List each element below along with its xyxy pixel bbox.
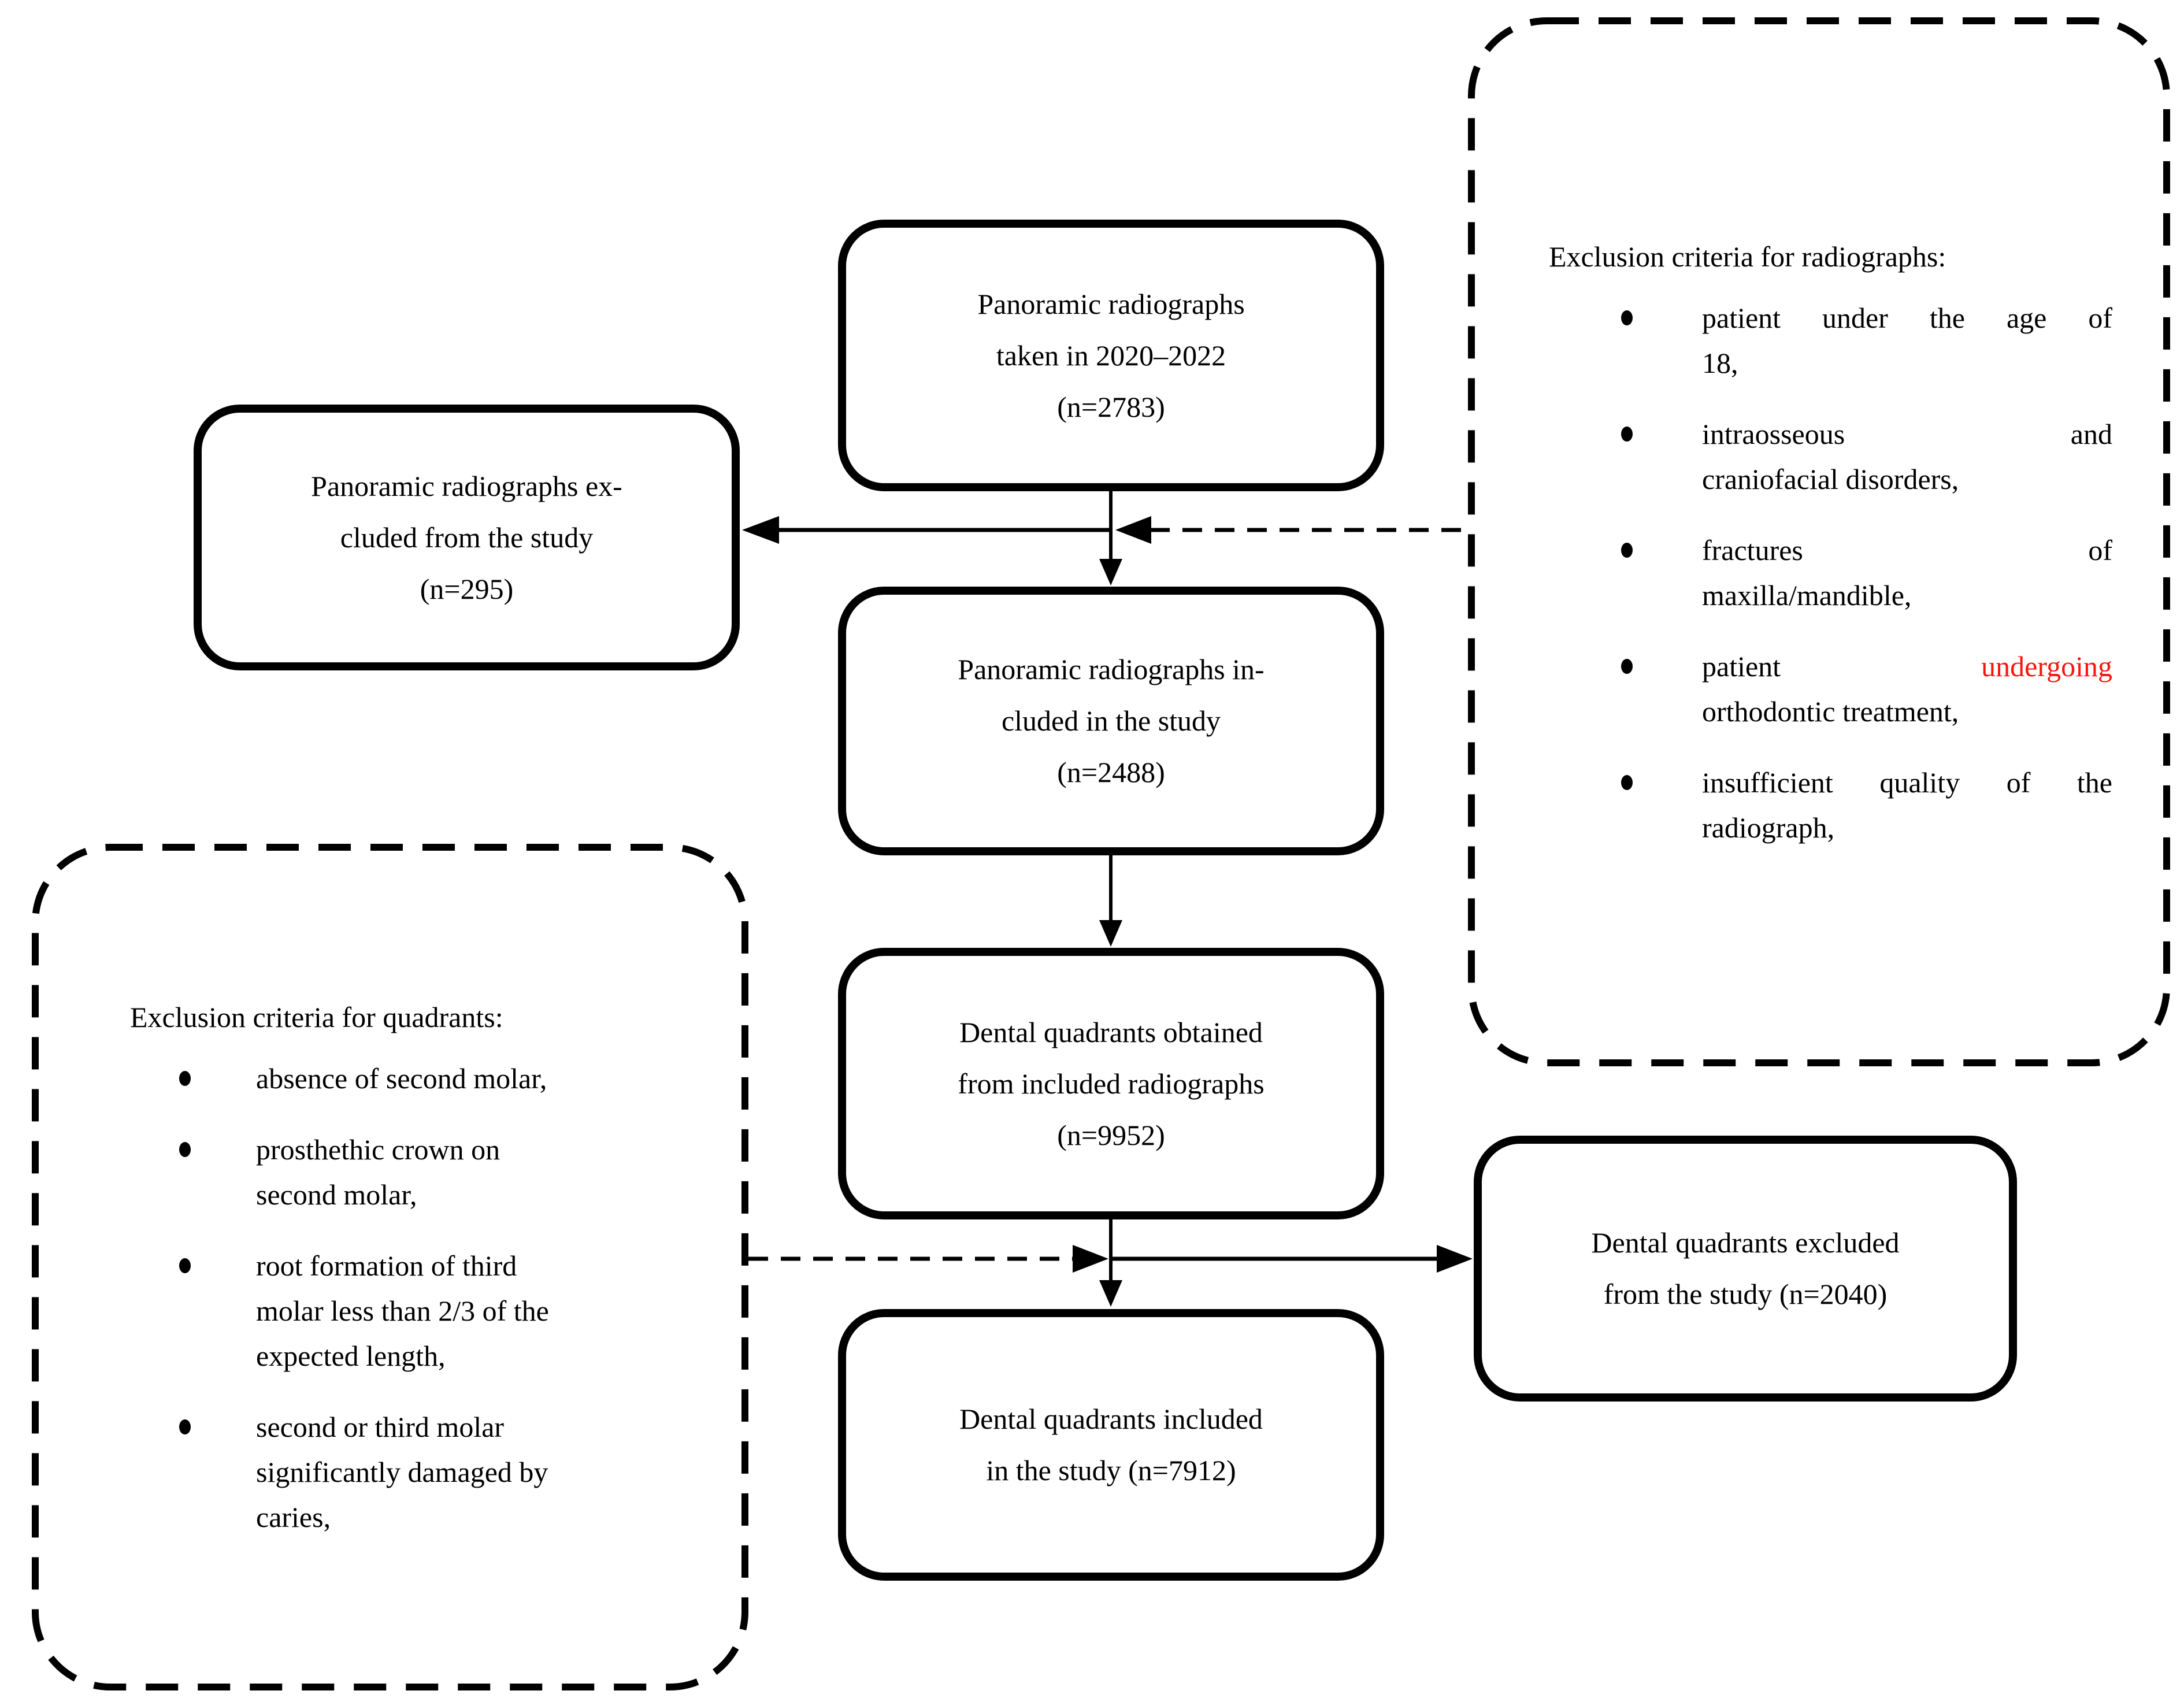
criterion-line: significantly damaged by	[256, 1456, 548, 1488]
criterion-insufficient-quality: insufficient quality of the radiograph,	[1549, 760, 2112, 850]
box-line: cluded from the study	[340, 521, 594, 554]
bullet-icon	[179, 1419, 191, 1434]
criterion-absence-second-molar: absence of second molar,	[130, 1056, 673, 1101]
box-quadrants-obtained: Dental quadrants obtained from included …	[838, 948, 1384, 1219]
criterion-fractures: fractures of maxilla/mandible,	[1549, 528, 2112, 618]
box-radiographs-excluded: Panoramic radiographs ex- cluded from th…	[194, 405, 740, 670]
box-count: (n=2783)	[1057, 390, 1165, 423]
quadrant-criteria-title: Exclusion criteria for quadrants:	[130, 1001, 503, 1033]
criterion-line: patient under the age of	[1702, 301, 2112, 334]
criterion-line: root formation of third	[256, 1250, 517, 1282]
criterion-caries-damage: second or third molar significantly dama…	[130, 1404, 673, 1540]
box-radiographs-included: Panoramic radiographs in- cluded in the …	[838, 587, 1384, 855]
criterion-line: maxilla/mandible,	[1702, 579, 1912, 611]
box-count: (n=9952)	[1057, 1118, 1165, 1151]
criterion-line: second or third molar	[256, 1411, 505, 1443]
criterion-under-18: patient under the age of 18,	[1549, 295, 2112, 385]
criterion-line: caries,	[256, 1501, 331, 1533]
box-quadrants-included: Dental quadrants included in the study (…	[838, 1309, 1384, 1581]
bullet-icon	[179, 1258, 191, 1273]
arrowhead-right-quadrant-junction	[1073, 1245, 1108, 1273]
criterion-intraosseous: intraosseous and craniofacial disorders,	[1549, 411, 2112, 502]
criterion-line: expected length,	[256, 1340, 446, 1372]
box-line: Dental quadrants excluded	[1591, 1226, 1900, 1259]
quadrant-criteria-box: Exclusion criteria for quadrants: absenc…	[130, 847, 673, 1687]
arrowhead-down-quadrants-obtained	[1099, 920, 1122, 947]
box-line: Dental quadrants obtained	[959, 1015, 1263, 1048]
criterion-line: radiograph,	[1702, 811, 1835, 844]
arrowhead-left-excluded-radiographs	[742, 516, 779, 544]
box-line: Dental quadrants included	[959, 1403, 1263, 1435]
criterion-line: prosthethic crown on	[256, 1133, 500, 1166]
radiograph-criteria-title: Exclusion criteria for radiographs:	[1549, 240, 1946, 273]
criterion-line: orthodontic treatment,	[1702, 695, 1959, 728]
bullet-icon	[179, 1071, 191, 1086]
bullet-icon	[1621, 310, 1633, 325]
box-line: taken in 2020–2022	[996, 339, 1226, 372]
arrowhead-right-excluded-quadrants	[1437, 1245, 1473, 1273]
criterion-line: second molar,	[256, 1178, 417, 1211]
arrowhead-down-included-radiographs	[1099, 559, 1122, 585]
arrowhead-down-quadrants-included	[1099, 1280, 1122, 1307]
box-line: Panoramic radiographs ex-	[311, 469, 622, 502]
criterion-root-formation: root formation of third molar less than …	[130, 1243, 673, 1378]
box-line: cluded in the study	[1001, 705, 1221, 737]
bullet-icon	[179, 1142, 191, 1157]
box-line: in the study (n=7912)	[986, 1454, 1236, 1486]
radiograph-criteria-box: Exclusion criteria for radiographs: pati…	[1549, 21, 2112, 1063]
box-line: Panoramic radiographs in-	[958, 653, 1265, 685]
quadrant-criteria-dashed-border	[32, 844, 748, 1690]
criterion-line: craniofacial disorders,	[1702, 462, 1959, 495]
box-count: (n=2488)	[1057, 756, 1165, 788]
criterion-line: absence of second molar,	[256, 1062, 547, 1095]
criterion-orthodontic: patient undergoing orthodontic treatment…	[1549, 644, 2112, 734]
criterion-line: molar less than 2/3 of the	[256, 1295, 549, 1327]
box-line: from the study (n=2040)	[1603, 1278, 1888, 1310]
criterion-line: 18,	[1702, 346, 1738, 379]
box-line: from included radiographs	[958, 1067, 1265, 1100]
bullet-icon	[1621, 774, 1633, 790]
criterion-word-highlighted: undergoing	[1981, 650, 2112, 683]
criterion-word: patient	[1702, 650, 1781, 683]
arrowhead-left-radiograph-criteria	[1115, 516, 1151, 544]
bullet-icon	[1621, 658, 1633, 674]
bullet-icon	[1621, 426, 1633, 442]
criterion-line: intraosseous and	[1702, 417, 2112, 450]
bullet-icon	[1621, 542, 1633, 558]
radiograph-criteria-dashed-border	[1468, 17, 2170, 1066]
criterion-prosthetic-crown: prosthethic crown on second molar,	[130, 1127, 673, 1217]
box-quadrants-excluded: Dental quadrants excluded from the study…	[1474, 1136, 2017, 1402]
quadrant-criteria-list: absence of second molar, prosthethic cro…	[130, 1056, 673, 1540]
criterion-line: insufficient quality of the	[1702, 766, 2112, 799]
radiograph-criteria-list: patient under the age of 18, intraosseou…	[1549, 295, 2112, 850]
criterion-line: patient undergoing	[1702, 644, 2112, 689]
criterion-line: fractures of	[1702, 533, 2112, 566]
box-count: (n=295)	[420, 572, 514, 605]
box-line: Panoramic radiographs	[977, 287, 1245, 320]
box-radiographs-taken: Panoramic radiographs taken in 2020–2022…	[838, 220, 1384, 491]
